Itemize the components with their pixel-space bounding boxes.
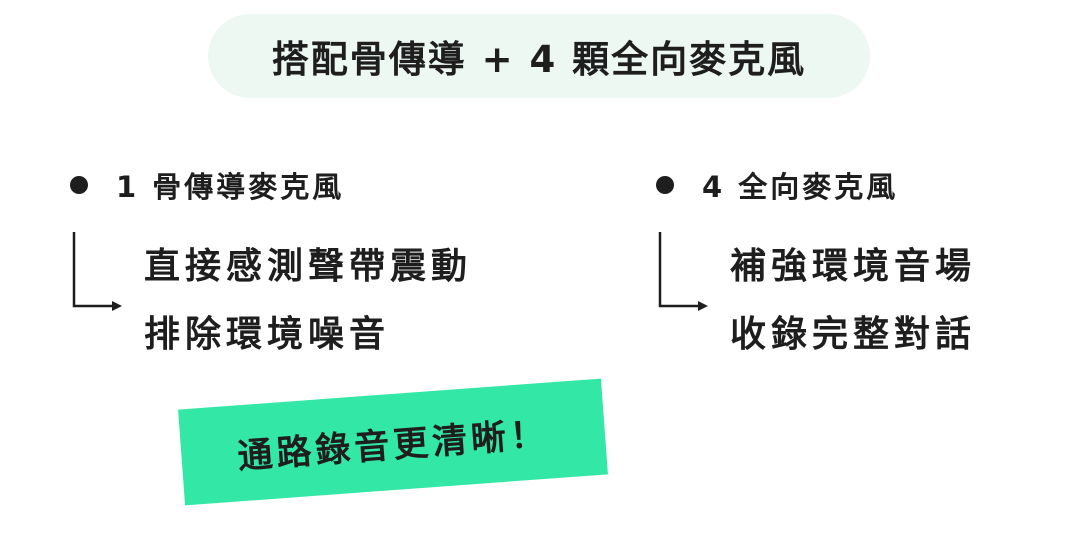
detail-text-block: 直接感測聲帶震動 排除環境噪音 (144, 248, 472, 384)
detail-line: 排除環境噪音 (144, 314, 391, 355)
bullet-dot-icon (656, 176, 674, 194)
detail-text-block: 補強環境音場 收錄完整對話 (730, 248, 976, 384)
bullet-dot-icon (70, 176, 88, 194)
highlight-text: 通路錄音更清晰！ (236, 414, 551, 477)
header-title-pill: 搭配骨傳導 + 4 顆全向麥克風 (208, 14, 870, 98)
bone-conduction-column: 1 骨傳導麥克風 直接感測聲帶震動 排除環境噪音 (62, 160, 542, 370)
bullet-label: 1 骨傳導麥克風 (116, 170, 345, 204)
bullet-item: 4 全向麥克風 (648, 160, 898, 210)
detail-line: 直接感測聲帶震動 (144, 246, 473, 287)
detail-line: 收錄完整對話 (730, 314, 977, 355)
omnidirectional-column: 4 全向麥克風 補強環境音場 收錄完整對話 (648, 160, 1068, 370)
detail-line: 補強環境音場 (730, 246, 977, 287)
bullet-label: 4 全向麥克風 (702, 170, 899, 204)
elbow-arrow-icon (658, 232, 708, 311)
highlight-banner: 通路錄音更清晰！ (178, 378, 608, 506)
elbow-arrow-icon (72, 232, 122, 311)
bullet-item: 1 骨傳導麥克風 (62, 160, 344, 210)
header-title: 搭配骨傳導 + 4 顆全向麥克風 (271, 38, 807, 81)
